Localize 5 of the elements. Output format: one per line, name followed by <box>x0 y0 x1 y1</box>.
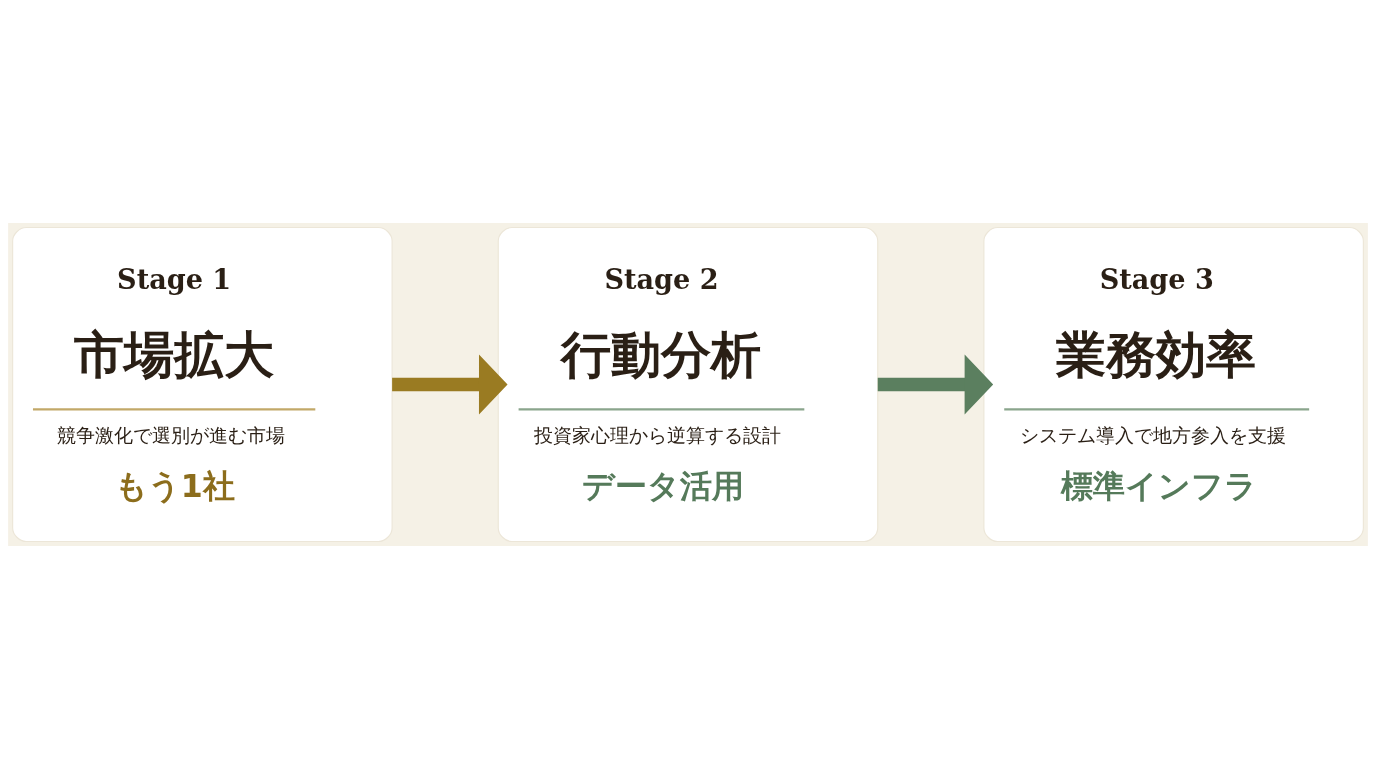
node-box: Stage 2 行動分析 投資家心理から逆算する設計 データ活用 <box>497 226 879 542</box>
arrow <box>392 354 508 414</box>
arrow <box>877 354 994 414</box>
node-box: Stage 3 業務効率 システム導入で地方参入を支援 標準インフラ <box>983 226 1364 542</box>
node-box: Stage 1 市場拡大 競争激化で選別が進む市場 もう1社 <box>12 226 393 542</box>
